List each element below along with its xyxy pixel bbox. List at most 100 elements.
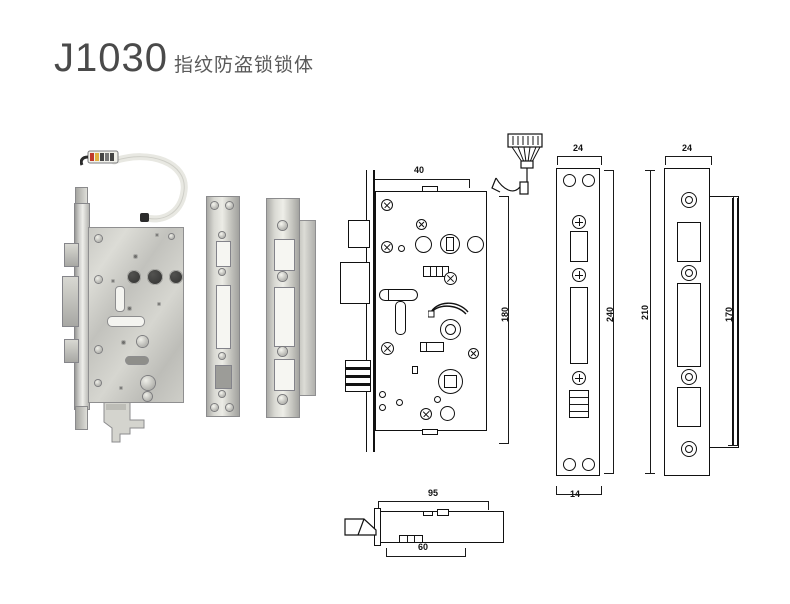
deadbolt-main-outline <box>340 262 370 304</box>
slot-line <box>414 536 415 542</box>
dim-tick <box>488 501 489 510</box>
dim-line <box>508 196 509 444</box>
faceplate-line-outer <box>366 170 367 452</box>
dim-tick <box>556 486 557 495</box>
lock-case <box>88 227 184 403</box>
case-screw <box>169 234 174 239</box>
bolt-stripe <box>346 383 370 386</box>
case-screw-drawing <box>381 199 393 211</box>
latch-stripe <box>570 404 588 405</box>
dim-tick <box>465 548 466 557</box>
case-screw-drawing <box>468 348 479 359</box>
product-model: J1030 <box>54 36 168 80</box>
pill-line <box>388 290 389 300</box>
slot-line <box>407 536 408 542</box>
guide-line <box>442 267 443 276</box>
dim-tick <box>604 170 614 171</box>
dim-label-14: 14 <box>570 489 581 499</box>
side-tab <box>437 509 449 516</box>
dim-line <box>386 556 466 557</box>
strike-edge-line <box>732 198 738 446</box>
page-title: J1030 指纹防盗锁锁体 <box>54 38 314 78</box>
case-screw <box>95 346 102 353</box>
dim-line <box>613 170 614 474</box>
latch-bolt-outline <box>345 360 371 392</box>
strike-window <box>274 239 295 271</box>
spindle-hole <box>127 270 141 284</box>
guide-line <box>436 267 437 276</box>
case-tab-top <box>422 186 438 192</box>
case-screw <box>95 235 102 242</box>
plate-latch-window-drawing <box>569 390 589 418</box>
strike-screw <box>278 221 287 230</box>
adjust-screw <box>137 336 148 347</box>
strike-mount-hole <box>681 265 697 281</box>
plate-screw-drawing <box>572 371 586 385</box>
square-spindle-inner <box>444 375 457 388</box>
dim-line <box>378 501 489 502</box>
plate-screw-drawing <box>572 268 586 282</box>
case-screw-drawing <box>381 342 394 355</box>
dim-label-170: 170 <box>724 307 734 323</box>
case-hole-drawing <box>434 396 441 403</box>
square-spindle <box>141 376 155 390</box>
strike-face-outline <box>664 168 710 476</box>
plate-screw <box>219 391 225 397</box>
faceplate-line-inner <box>373 170 375 452</box>
deadbolt-upper-outline <box>348 220 370 248</box>
strike-plate-wing <box>297 220 316 396</box>
dim-label-24-strike: 24 <box>682 143 693 153</box>
strike-mount-hole <box>681 441 697 457</box>
dim-tick <box>378 501 379 510</box>
case-hole <box>127 306 132 311</box>
dim-label-180: 180 <box>500 307 510 323</box>
plate-window <box>216 285 231 349</box>
case-hole <box>155 233 159 237</box>
faceplate-extension-bottom <box>75 406 88 430</box>
strike-mount-hole-inner <box>685 269 693 277</box>
side-tab <box>423 511 433 516</box>
dim-tick <box>386 548 387 557</box>
strike-window-drawing <box>677 222 701 262</box>
strike-window <box>274 359 295 391</box>
cylinder-hole-drawing <box>440 234 460 254</box>
handle-hole-drawing <box>467 236 484 253</box>
strike-mount-hole <box>681 369 697 385</box>
stop-line <box>426 343 427 351</box>
case-hole <box>111 279 115 283</box>
strike-screw <box>278 395 287 404</box>
plate-screw <box>219 269 225 275</box>
bolt-stop-drawing <box>420 342 444 352</box>
dim-tick <box>665 156 666 165</box>
plate-screw <box>211 202 218 209</box>
faceplate-photo <box>206 196 240 417</box>
plate-window-drawing <box>570 231 588 262</box>
case-hole <box>119 386 123 390</box>
square-spindle-drawing <box>438 369 463 394</box>
strike-window <box>274 287 295 347</box>
dim-label-40: 40 <box>414 165 425 175</box>
strike-window-drawing <box>677 283 701 367</box>
guide-line <box>430 267 431 276</box>
dim-tick <box>557 156 558 165</box>
cable-harness-photo <box>80 150 188 223</box>
dim-tick <box>711 156 712 165</box>
strike-window-drawing <box>677 387 701 427</box>
dim-line <box>374 179 470 180</box>
strike-plate-face <box>266 198 300 418</box>
side-slot <box>399 535 423 543</box>
side-view-drawing <box>344 508 514 548</box>
side-case-outline <box>380 509 504 543</box>
case-hole <box>133 254 138 259</box>
dim-tick <box>645 170 655 171</box>
strike-mount-hole-inner <box>685 373 693 381</box>
dim-label-24-faceplate: 24 <box>573 143 584 153</box>
dim-tick <box>728 445 738 446</box>
case-hole <box>157 302 161 306</box>
strike-plate-photo <box>266 198 316 418</box>
plate-screw-drawing <box>572 215 586 229</box>
mount-hole <box>563 174 576 187</box>
plate-screw <box>219 353 225 359</box>
dim-tick <box>728 196 738 197</box>
